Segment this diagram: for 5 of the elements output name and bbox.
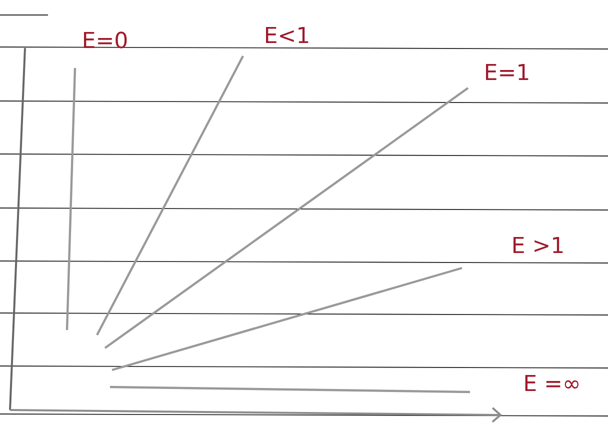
curve-label: E =∞ — [525, 374, 578, 392]
curve-label: E >1 — [514, 236, 563, 254]
curve-label: E<1 — [266, 26, 308, 44]
curve-label: E=0 — [84, 32, 127, 48]
curve-label: E=1 — [486, 64, 528, 80]
